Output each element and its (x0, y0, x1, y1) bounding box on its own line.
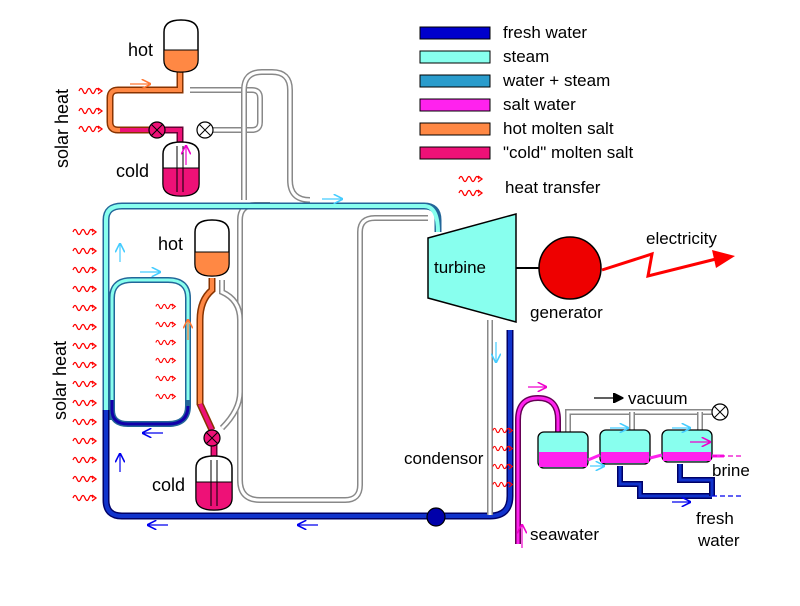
pump-icon (426, 507, 446, 527)
seawater-label: seawater (530, 525, 599, 544)
legend-label-salt-water: salt water (503, 95, 576, 114)
legend-label-hot-molten-salt: hot molten salt (503, 119, 614, 138)
heat-transfer-icon (155, 303, 176, 400)
valve-icon (203, 429, 221, 447)
legend-swatch-steam (419, 50, 491, 64)
turbine: turbine (427, 213, 517, 323)
cold-label-top: cold (116, 161, 149, 181)
vacuum-pump-icon (711, 403, 729, 421)
brine-label: brine (712, 461, 750, 480)
electricity-label: electricity (646, 229, 717, 248)
heat-transfer-icon (72, 228, 97, 502)
hot-tank-top (163, 19, 199, 73)
legend-swatch-water-steam (419, 74, 491, 88)
desalination-stages: vacuum (537, 389, 742, 502)
generator-label: generator (530, 303, 603, 322)
hot-label-mid: hot (158, 234, 183, 254)
valve-icon (148, 121, 166, 139)
condensor-label: condensor (404, 449, 484, 468)
mid-storage-loop: hot cold (152, 219, 243, 511)
legend-label-heat-transfer: heat transfer (505, 178, 601, 197)
condensor (492, 387, 561, 548)
legend: fresh water steam water + steam salt wat… (419, 23, 633, 197)
generator (538, 236, 602, 300)
valve-icon (196, 121, 214, 139)
cold-tank-top (162, 141, 200, 197)
cold-tank-mid (195, 455, 233, 511)
legend-label-cold-molten-salt: "cold" molten salt (503, 143, 633, 162)
fresh-water-label-line1: fresh (696, 509, 734, 528)
solar-heat-label-top: solar heat (52, 89, 72, 168)
hot-label-top: hot (128, 40, 153, 60)
top-storage-loop: hot cold solar heat (52, 19, 311, 203)
main-loop: solar heat (50, 199, 514, 527)
electricity-bolt-icon (601, 250, 735, 279)
legend-swatch-fresh-water (419, 26, 491, 40)
legend-label-water-steam: water + steam (502, 71, 610, 90)
heat-transfer-icon (78, 87, 103, 133)
vacuum-label: vacuum (628, 389, 688, 408)
hot-tank-mid (194, 219, 230, 277)
turbine-label: turbine (434, 258, 486, 277)
fresh-water-label-line2: water (697, 531, 740, 550)
legend-swatch-cold-molten-salt (419, 146, 491, 160)
legend-label-fresh-water: fresh water (503, 23, 587, 42)
legend-heat-transfer-icon (458, 175, 483, 197)
legend-swatch-hot-molten-salt (419, 122, 491, 136)
cold-label-mid: cold (152, 475, 185, 495)
legend-swatch-salt-water (419, 98, 491, 112)
legend-label-steam: steam (503, 47, 549, 66)
solar-heat-label-main: solar heat (50, 341, 70, 420)
